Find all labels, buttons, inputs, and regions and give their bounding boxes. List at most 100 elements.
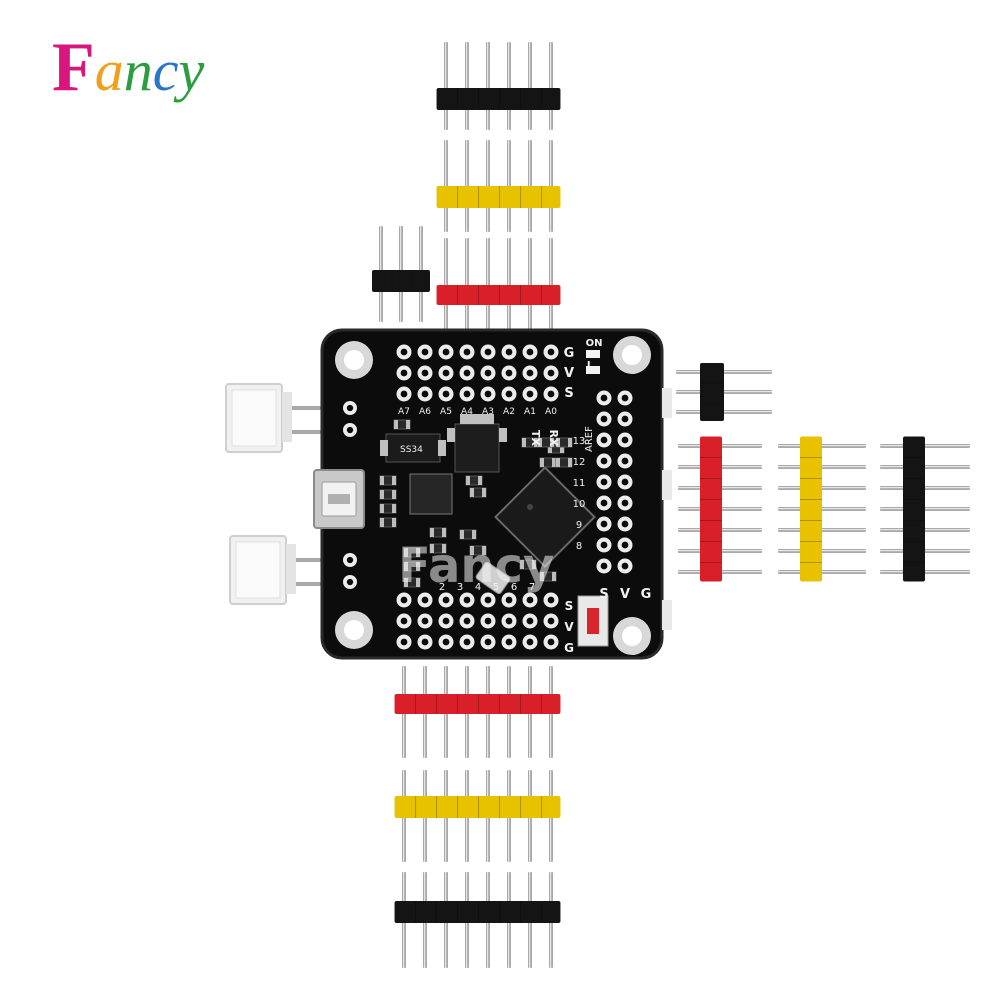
solder-pad xyxy=(617,432,633,448)
solder-pad xyxy=(459,592,475,608)
silkscreen-label: 10 xyxy=(573,499,586,510)
solder-pad xyxy=(543,592,559,608)
silkscreen-label: A3 xyxy=(482,407,494,417)
header-strip xyxy=(678,436,762,582)
silkscreen-label: G xyxy=(564,641,574,655)
solder-pad xyxy=(438,344,454,360)
solder-pad xyxy=(501,365,517,381)
smd-passive xyxy=(429,543,447,554)
silkscreen-label: A4 xyxy=(461,407,473,417)
solder-pad xyxy=(596,453,612,469)
smd-passive xyxy=(519,559,537,570)
silkscreen-label: 3 xyxy=(457,582,463,593)
jst-connector xyxy=(229,535,326,605)
solder-pad xyxy=(543,365,559,381)
solder-pad xyxy=(459,613,475,629)
silkscreen-label: A2 xyxy=(503,407,515,417)
smd-passive xyxy=(403,577,421,588)
header-strip xyxy=(436,238,561,330)
solder-pad xyxy=(501,634,517,650)
status-led-labels: ONL xyxy=(586,338,603,371)
silkscreen-label: 6 xyxy=(511,582,517,593)
solder-pad xyxy=(417,634,433,650)
solder-pad xyxy=(417,592,433,608)
header-strip xyxy=(436,42,561,130)
solder-pad xyxy=(596,432,612,448)
voltage-regulator xyxy=(447,414,507,473)
usb-serial-chip xyxy=(409,473,453,515)
solder-pad xyxy=(617,474,633,490)
solder-pad xyxy=(543,613,559,629)
analog-pad-grid xyxy=(396,344,559,402)
silkscreen-label: 2 xyxy=(439,582,445,593)
silkscreen-label: G xyxy=(564,346,575,361)
brand-logo: Fancy xyxy=(52,28,204,108)
jst-connector xyxy=(225,383,322,453)
solder-pad xyxy=(522,592,538,608)
solder-pad xyxy=(396,613,412,629)
solder-pad xyxy=(417,365,433,381)
solder-pad xyxy=(480,634,496,650)
solder-pad xyxy=(522,386,538,402)
silkscreen-label: 8 xyxy=(576,541,582,552)
silkscreen-label: 11 xyxy=(573,478,586,489)
solder-pad xyxy=(501,592,517,608)
solder-pad xyxy=(480,344,496,360)
side-header-stub xyxy=(662,388,672,418)
logo-letter: c xyxy=(152,38,179,103)
solder-pad xyxy=(343,553,357,567)
solder-pad xyxy=(459,365,475,381)
solder-pad xyxy=(480,592,496,608)
crystal-oscillator xyxy=(475,561,511,595)
silkscreen-label: V xyxy=(564,620,574,634)
silkscreen-label: ON xyxy=(586,338,603,349)
solder-pad xyxy=(617,537,633,553)
solder-pad xyxy=(596,474,612,490)
solder-pad xyxy=(617,558,633,574)
smd-passive xyxy=(379,517,397,528)
mounting-hole xyxy=(335,341,373,379)
solder-pad xyxy=(438,386,454,402)
solder-pad xyxy=(617,516,633,532)
solder-pad xyxy=(596,537,612,553)
silkscreen-label: A0 xyxy=(545,407,557,417)
solder-pad xyxy=(417,613,433,629)
smd-passive xyxy=(537,437,555,448)
solder-pad xyxy=(501,613,517,629)
solder-pad xyxy=(543,634,559,650)
silkscreen-label: A7 xyxy=(398,407,410,417)
logo-letter: n xyxy=(123,38,153,103)
solder-pad xyxy=(459,386,475,402)
atmega-microcontroller xyxy=(494,466,596,568)
smd-passive xyxy=(539,571,557,582)
solder-pad xyxy=(596,516,612,532)
solder-pad xyxy=(522,613,538,629)
smd-passive xyxy=(465,475,483,486)
smd-passive xyxy=(555,437,573,448)
silkscreen-label: 7 xyxy=(529,582,535,593)
header-strip xyxy=(880,436,970,582)
smd-passive xyxy=(379,489,397,500)
solder-pad xyxy=(617,390,633,406)
logo-rest-letters: ancy xyxy=(95,38,205,103)
solder-pad xyxy=(522,344,538,360)
smd-passive xyxy=(469,545,487,556)
header-strip xyxy=(394,872,561,968)
header-strip xyxy=(778,436,866,582)
pin-headers xyxy=(372,42,970,968)
silkscreen-label: V xyxy=(620,587,630,602)
solder-pad xyxy=(596,390,612,406)
silkscreen-label: A6 xyxy=(419,407,431,417)
status-led xyxy=(586,366,600,374)
solder-pad xyxy=(438,634,454,650)
proto-pad-grid xyxy=(396,592,559,650)
smd-passive xyxy=(403,561,421,572)
side-header-stub xyxy=(662,470,672,500)
smd-passive xyxy=(379,503,397,514)
header-strip xyxy=(372,226,430,322)
solder-pad xyxy=(596,411,612,427)
micro-usb-port xyxy=(313,469,365,529)
silkscreen-label: 9 xyxy=(576,520,582,531)
